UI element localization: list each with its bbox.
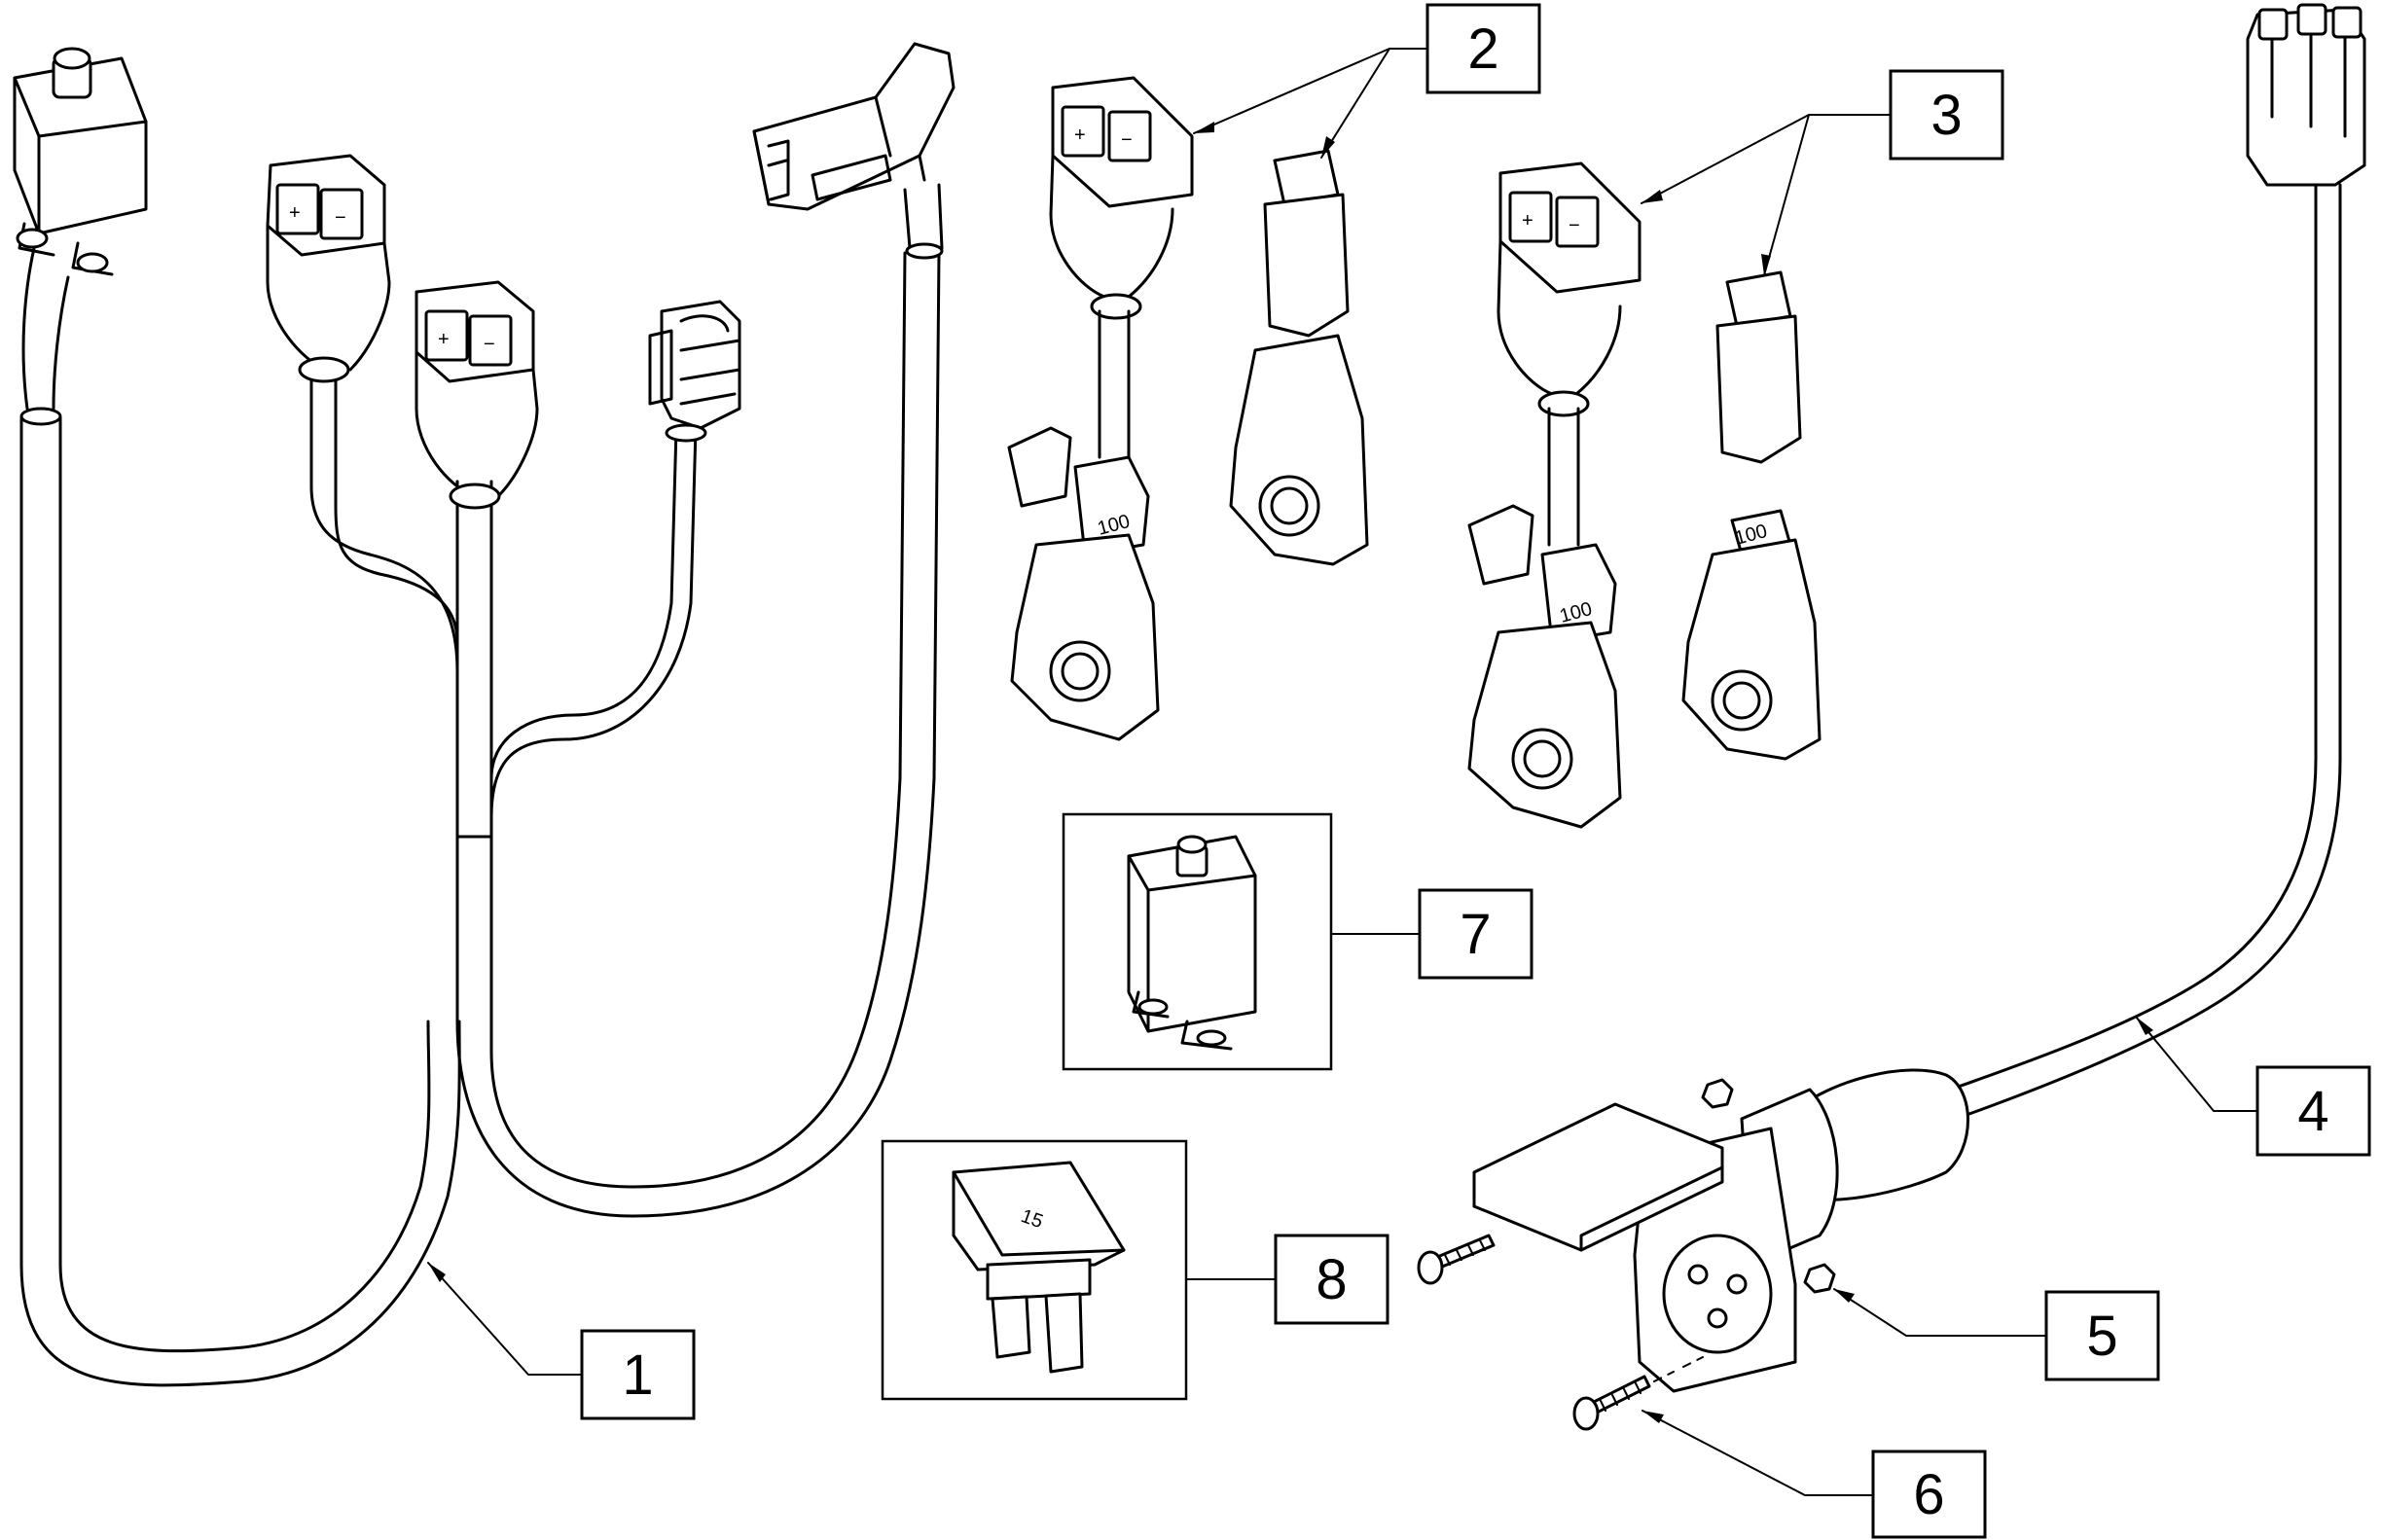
inset-circuit-breaker	[1062, 812, 1333, 1071]
anderson-connector-b: + −	[415, 280, 539, 510]
callout-3: 3	[1889, 69, 2004, 161]
callout-2: 2	[1425, 3, 1541, 94]
anderson-connector-a: + −	[266, 154, 391, 383]
callout-8: 8	[1274, 1234, 1389, 1325]
plus-marking: +	[289, 202, 301, 224]
part-3-adapter-cables: + − 100 100	[1467, 161, 1822, 829]
minus-marking: −	[1569, 215, 1580, 236]
part-2-adapter-cables: + − 100	[1007, 76, 1369, 741]
callout-1: 1	[580, 1329, 696, 1420]
plus-marking: +	[438, 329, 450, 350]
part-1-wiring-harness: + − + −	[13, 42, 956, 1387]
callout-5-label: 5	[2086, 1305, 2117, 1368]
callout-7: 7	[1418, 888, 1533, 980]
minus-marking: −	[335, 207, 346, 229]
callout-4: 4	[2255, 1065, 2371, 1157]
plus-marking: +	[1522, 210, 1533, 232]
callout-5: 5	[2044, 1290, 2160, 1381]
callout-1-label: 1	[622, 1343, 653, 1407]
inset-blade-fuse: 15	[881, 1139, 1188, 1401]
leader-lines	[427, 48, 2258, 1496]
callout-6: 6	[1871, 1450, 1987, 1539]
weatherpack-connector	[648, 300, 741, 443]
callout-4-label: 4	[2297, 1080, 2328, 1143]
part-4-charger-port-harness	[1472, 3, 2366, 1393]
plus-marking: +	[1074, 125, 1086, 146]
harness-multipin-connector	[752, 42, 956, 260]
harness-circuit-breaker	[13, 47, 148, 276]
callout-3-label: 3	[1930, 84, 1962, 147]
callout-2-label: 2	[1467, 18, 1498, 81]
callout-7-label: 7	[1460, 903, 1491, 966]
callout-6-label: 6	[1913, 1463, 1944, 1526]
part-6-screws	[1417, 1234, 1704, 1431]
callout-8-label: 8	[1316, 1248, 1347, 1311]
minus-marking: −	[484, 334, 495, 355]
minus-marking: −	[1121, 129, 1133, 151]
